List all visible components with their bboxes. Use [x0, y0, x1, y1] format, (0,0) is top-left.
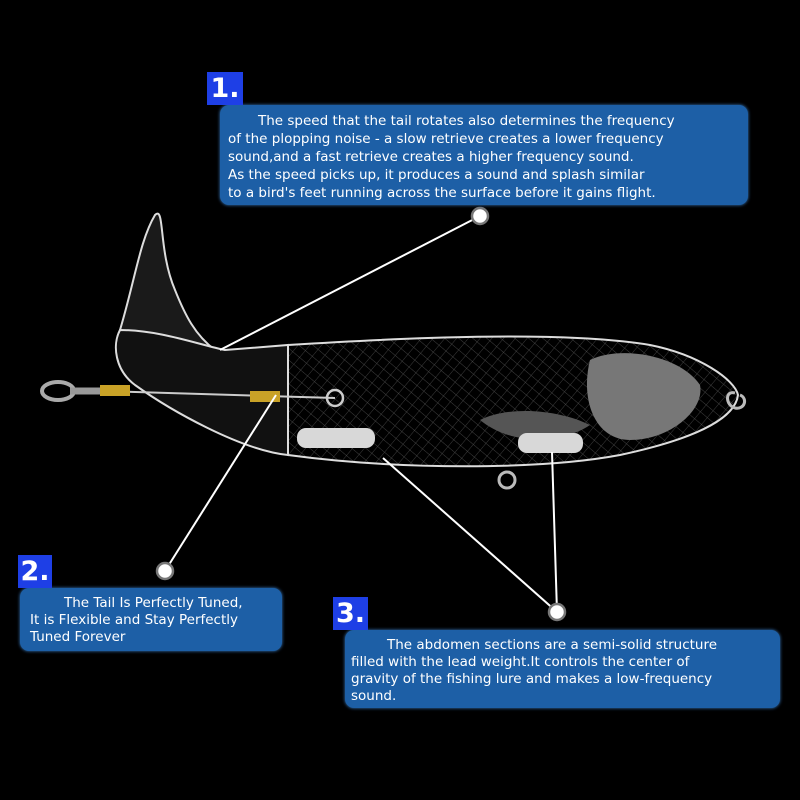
callout-1-box: The speed that the tail rotates also det… — [220, 105, 748, 205]
callout-2-box: The Tail Is Perfectly Tuned, It is Flexi… — [20, 588, 282, 651]
belly-shade — [480, 410, 590, 440]
callout-2-text: The Tail Is Perfectly Tuned, It is Flexi… — [30, 595, 243, 645]
callout-3-text: The abdomen sections are a semi-solid st… — [351, 637, 718, 704]
callout-3-number-badge: 3. — [333, 597, 368, 630]
nose-eyelet — [726, 391, 747, 410]
callout-1-text: The speed that the tail rotates also det… — [228, 113, 675, 201]
belly-eyelet — [497, 470, 517, 490]
tail-section — [114, 328, 289, 457]
callout-3-box: The abdomen sections are a semi-solid st… — [345, 630, 780, 708]
leader-lines — [164, 215, 558, 613]
lead-weight-rear — [297, 428, 375, 448]
callout-2-number-badge: 2. — [18, 555, 52, 588]
eye-patch — [586, 353, 701, 440]
tail-fin — [118, 212, 216, 351]
pointer-dots — [155, 206, 567, 622]
callout-1-number-badge: 1. — [207, 72, 243, 105]
swivel-and-shaft — [40, 380, 345, 408]
lure-body — [287, 335, 747, 490]
lead-weight-front — [518, 433, 583, 453]
